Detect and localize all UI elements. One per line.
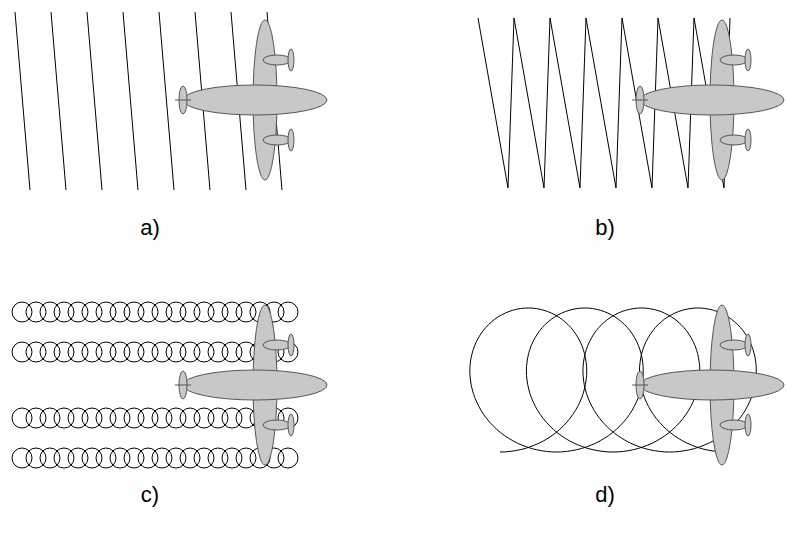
engine bbox=[720, 420, 748, 430]
panel-label: a) bbox=[140, 217, 160, 239]
engine bbox=[263, 420, 291, 430]
propeller bbox=[745, 49, 751, 71]
track-line bbox=[51, 12, 66, 190]
track-line bbox=[15, 12, 30, 190]
engine bbox=[720, 340, 748, 350]
fuselage bbox=[183, 85, 327, 115]
airplane bbox=[175, 305, 327, 465]
propeller bbox=[745, 129, 751, 151]
engine bbox=[720, 135, 748, 145]
loop-circle bbox=[278, 448, 298, 468]
engine bbox=[263, 340, 291, 350]
track-line bbox=[87, 12, 102, 190]
panel-label: c) bbox=[141, 484, 159, 506]
panel-label: b) bbox=[595, 217, 615, 239]
fuselage bbox=[640, 85, 784, 115]
airplane bbox=[632, 305, 784, 465]
engine bbox=[263, 55, 291, 65]
loop-circle bbox=[278, 302, 298, 322]
propeller bbox=[288, 49, 294, 71]
propeller bbox=[288, 129, 294, 151]
propeller-hub bbox=[632, 385, 648, 386]
propeller-hub bbox=[175, 100, 191, 101]
panel-label: d) bbox=[595, 484, 615, 506]
propeller bbox=[745, 414, 751, 436]
fuselage bbox=[640, 370, 784, 400]
fuselage bbox=[183, 370, 327, 400]
track-line bbox=[159, 12, 174, 190]
airplane bbox=[175, 20, 327, 180]
track-line bbox=[123, 12, 138, 190]
propeller-hub bbox=[175, 385, 191, 386]
propeller bbox=[288, 414, 294, 436]
airplane bbox=[632, 20, 784, 180]
engine bbox=[263, 135, 291, 145]
propeller bbox=[745, 334, 751, 356]
propeller-hub bbox=[632, 100, 648, 101]
propeller bbox=[288, 334, 294, 356]
engine bbox=[720, 55, 748, 65]
